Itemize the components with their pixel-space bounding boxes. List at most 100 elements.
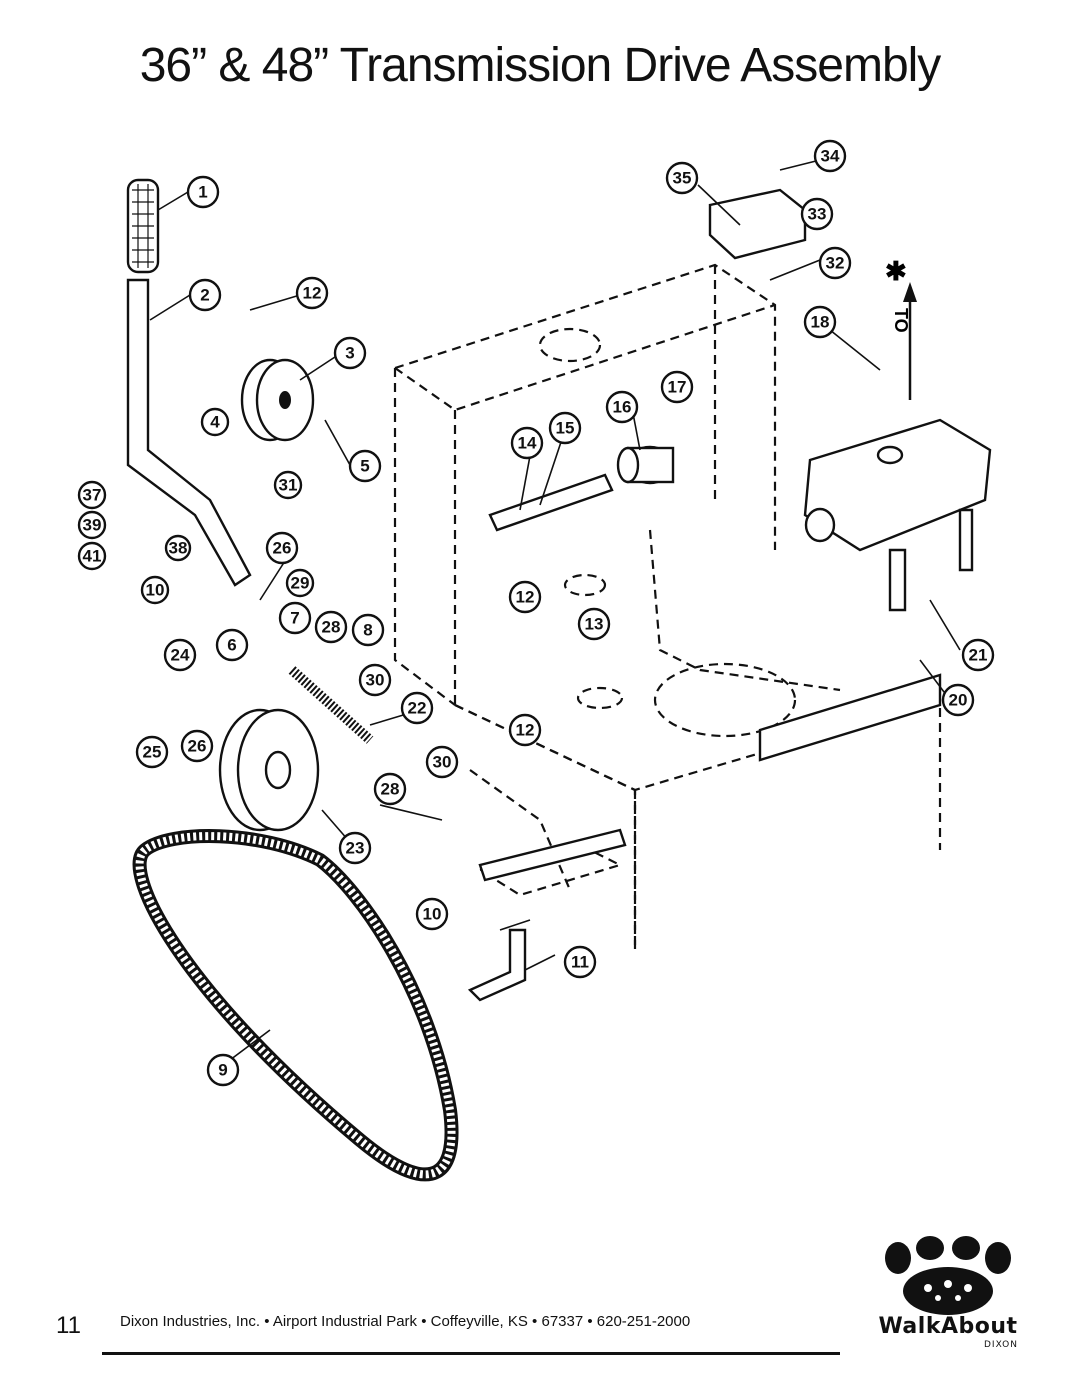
svg-text:38: 38 <box>169 539 188 558</box>
paw-print-icon <box>885 1236 1011 1315</box>
svg-text:30: 30 <box>366 671 385 690</box>
callout-3: 3 <box>333 336 367 370</box>
callout-16: 16 <box>605 390 639 424</box>
callout-12a: 12 <box>295 276 329 310</box>
callout-25: 25 <box>135 735 169 769</box>
callout-8: 8 <box>351 613 385 647</box>
svg-text:12: 12 <box>516 721 535 740</box>
svg-text:6: 6 <box>227 636 236 655</box>
callout-5: 5 <box>348 449 382 483</box>
callout-29: 29 <box>285 568 315 598</box>
svg-text:13: 13 <box>585 615 604 634</box>
callout-12b: 12 <box>508 580 542 614</box>
drive-shaft <box>488 445 675 532</box>
svg-text:39: 39 <box>83 516 102 535</box>
callout-28a: 28 <box>314 610 348 644</box>
svg-text:37: 37 <box>83 486 102 505</box>
callout-39: 39 <box>77 510 107 540</box>
callout-7: 7 <box>278 601 312 635</box>
svg-text:35: 35 <box>673 169 692 188</box>
footer-divider <box>102 1352 840 1355</box>
page-title: 36” & 48” Transmission Drive Assembly <box>139 39 942 92</box>
walkabout-logo: WalkAbout DIXON <box>868 1236 1028 1366</box>
callout-22: 22 <box>400 691 434 725</box>
callout-20: 20 <box>941 683 975 717</box>
callout-10a: 10 <box>140 575 170 605</box>
svg-text:21: 21 <box>969 646 988 665</box>
callout-9: 9 <box>206 1053 240 1087</box>
callout-12c: 12 <box>508 713 542 747</box>
callout-2: 2 <box>188 278 222 312</box>
callout-38: 38 <box>164 534 192 562</box>
axle-bar <box>467 828 627 1002</box>
svg-text:7: 7 <box>290 609 299 628</box>
callout-list: 1 2 12 3 4 5 37 39 41 10 31 38 26 29 6 7… <box>77 139 995 1087</box>
svg-text:5: 5 <box>360 457 369 476</box>
callout-17: 17 <box>660 370 694 404</box>
svg-text:29: 29 <box>291 574 310 593</box>
svg-text:8: 8 <box>363 621 372 640</box>
drive-pulley <box>218 708 320 832</box>
callout-4: 4 <box>200 407 230 437</box>
svg-text:14: 14 <box>518 434 537 453</box>
callout-30b: 30 <box>425 745 459 779</box>
svg-text:9: 9 <box>218 1061 227 1080</box>
svg-text:23: 23 <box>346 839 365 858</box>
svg-text:24: 24 <box>171 646 190 665</box>
callout-13: 13 <box>577 607 611 641</box>
svg-text:30: 30 <box>433 753 452 772</box>
idler-pulley <box>240 358 315 442</box>
transmission-housing <box>803 418 992 612</box>
to-annotation: ✱ TO <box>885 256 917 400</box>
svg-text:31: 31 <box>279 476 298 495</box>
callout-37: 37 <box>77 480 107 510</box>
callout-15: 15 <box>548 411 582 445</box>
exploded-parts-diagram: 1 2 12 3 4 5 37 39 41 10 31 38 26 29 6 7… <box>77 139 995 1182</box>
callout-41: 41 <box>77 541 107 571</box>
svg-text:32: 32 <box>826 254 845 273</box>
svg-text:3: 3 <box>345 344 354 363</box>
callout-33: 33 <box>800 197 834 231</box>
svg-text:28: 28 <box>381 780 400 799</box>
chassis-frame <box>393 263 942 950</box>
callout-18: 18 <box>803 305 837 339</box>
svg-text:33: 33 <box>808 205 827 224</box>
callout-11: 11 <box>563 945 597 979</box>
callout-30a: 30 <box>358 663 392 697</box>
callout-26a: 26 <box>265 531 299 565</box>
svg-text:11: 11 <box>571 953 589 972</box>
control-arm <box>126 278 252 587</box>
mount-block <box>708 188 807 260</box>
svg-text:12: 12 <box>303 284 322 303</box>
svg-text:✱: ✱ <box>885 256 907 286</box>
svg-text:28: 28 <box>322 618 341 637</box>
callout-34: 34 <box>813 139 847 173</box>
svg-text:34: 34 <box>821 147 840 166</box>
svg-text:22: 22 <box>408 699 427 718</box>
svg-text:20: 20 <box>949 691 968 710</box>
svg-text:26: 26 <box>188 737 207 756</box>
callout-21: 21 <box>961 638 995 672</box>
svg-text:17: 17 <box>668 378 687 397</box>
svg-text:25: 25 <box>143 743 162 762</box>
svg-text:10: 10 <box>423 905 442 924</box>
svg-text:1: 1 <box>198 183 207 202</box>
svg-text:16: 16 <box>613 398 632 417</box>
svg-text:26: 26 <box>273 539 292 558</box>
callout-23: 23 <box>338 831 372 865</box>
callout-35: 35 <box>665 161 699 195</box>
drive-belt <box>132 829 459 1182</box>
svg-text:18: 18 <box>811 313 830 332</box>
callout-26b: 26 <box>180 729 214 763</box>
callout-32: 32 <box>818 246 852 280</box>
svg-text:4: 4 <box>210 413 220 432</box>
callout-10b: 10 <box>415 897 449 931</box>
pedal-grip <box>126 178 160 274</box>
callout-14: 14 <box>510 426 544 460</box>
footer-address: Dixon Industries, Inc. • Airport Industr… <box>120 1313 691 1330</box>
page-number: 11 <box>56 1312 81 1339</box>
svg-text:41: 41 <box>83 547 102 566</box>
logo-wordmark: WalkAbout <box>878 1314 1018 1339</box>
callout-31: 31 <box>273 470 303 500</box>
svg-text:10: 10 <box>146 581 165 600</box>
